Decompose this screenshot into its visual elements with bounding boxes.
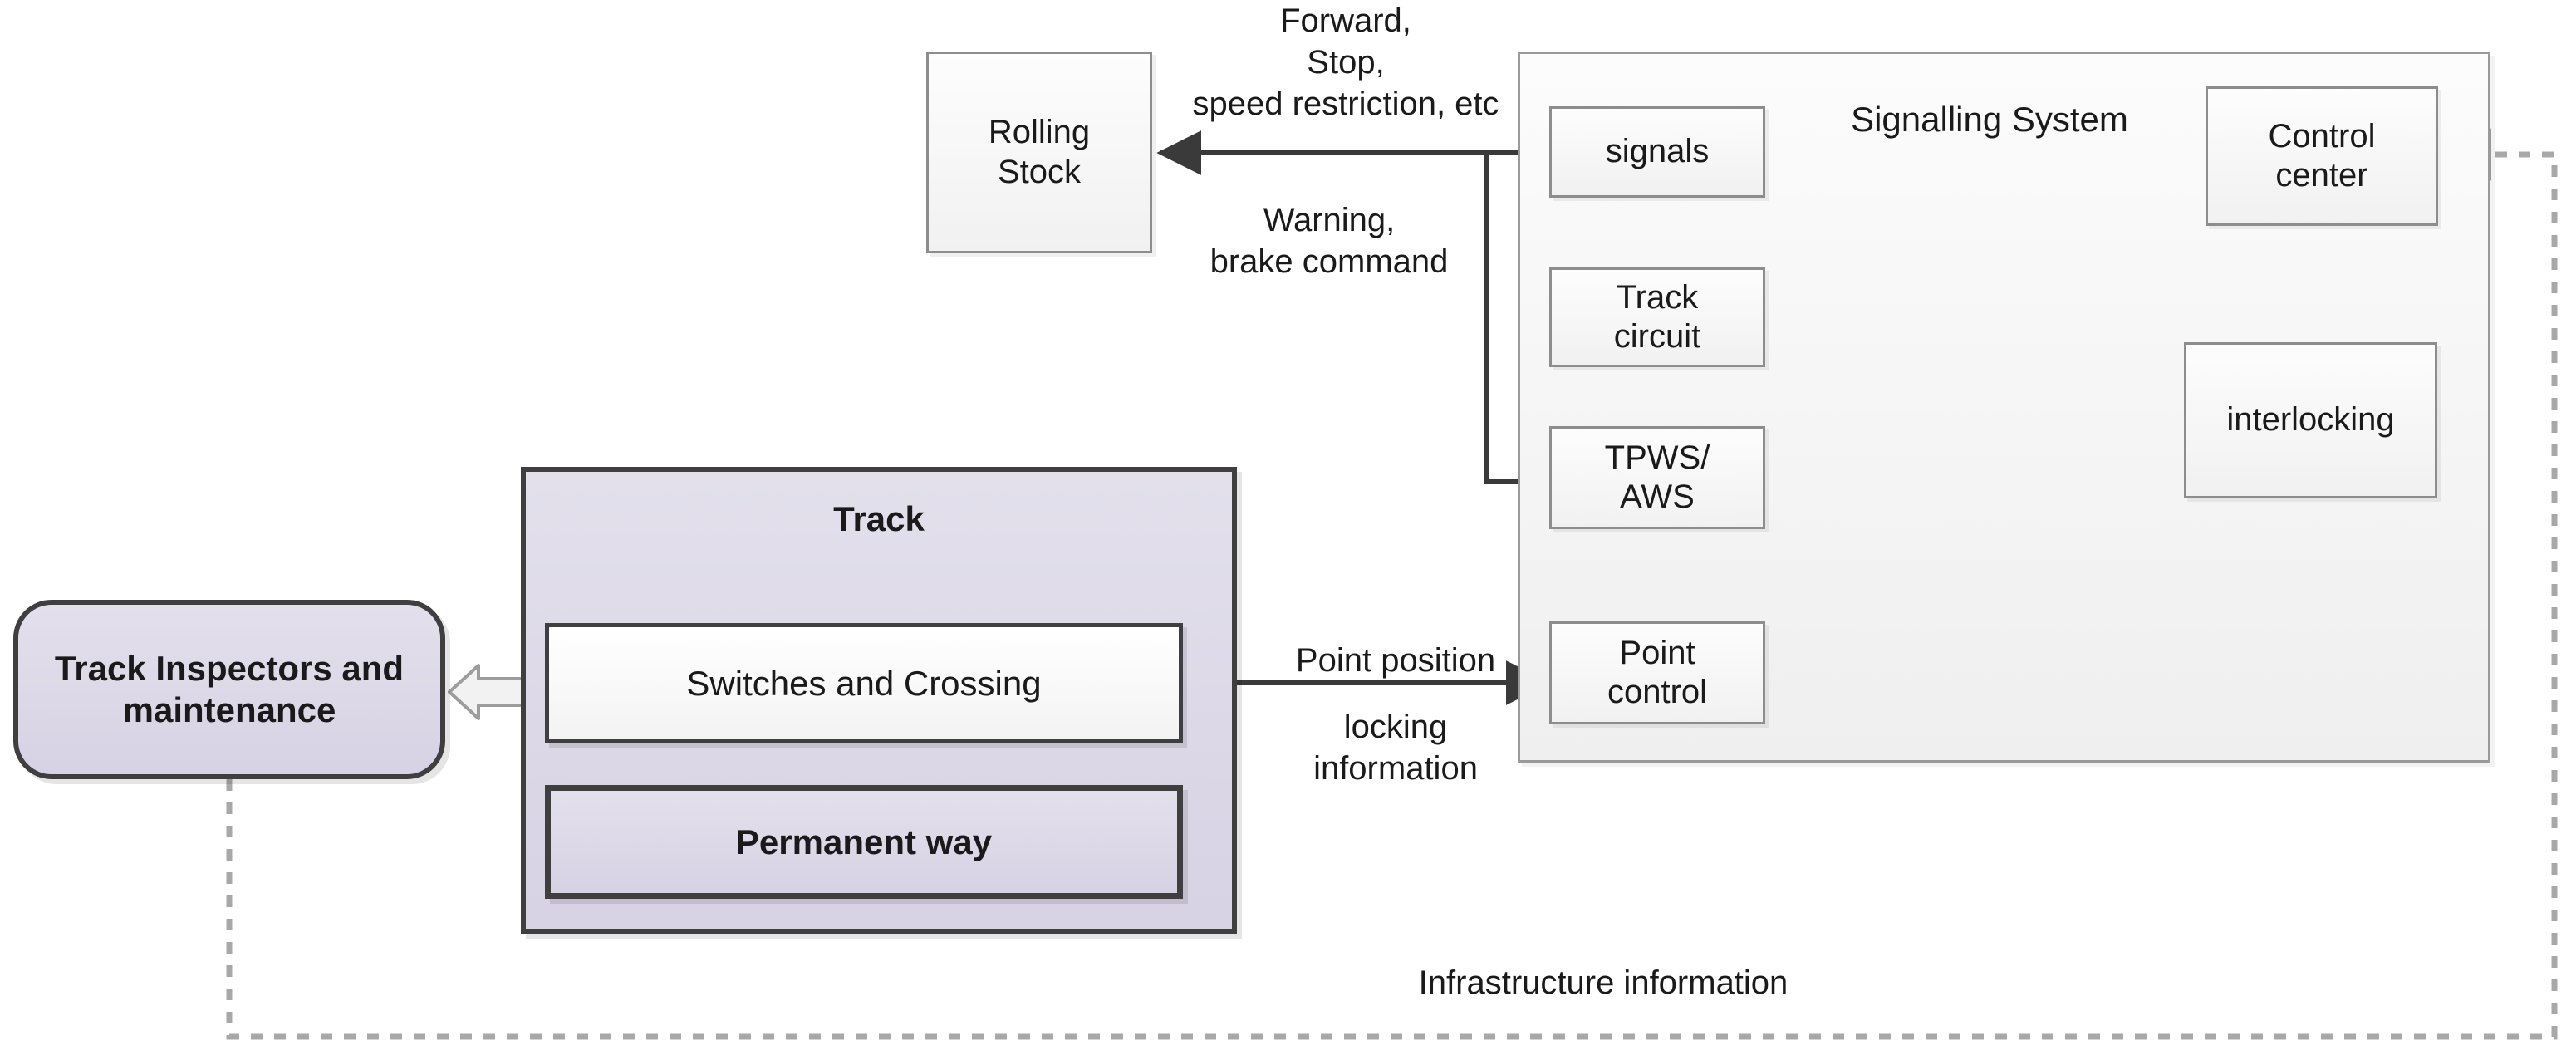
node-tpws-aws[interactable]: TPWS/ AWS <box>1549 426 1765 529</box>
node-track-title: Track <box>833 499 925 538</box>
node-tpws-aws-label: TPWS/ AWS <box>1604 439 1710 515</box>
edge-label-warning-brake: Warning, brake command <box>1209 202 1449 280</box>
node-rolling-stock-label: Rolling Stock <box>988 114 1091 190</box>
node-track-circuit-label: Track circuit <box>1613 278 1701 355</box>
edge-label-point-position: Point position <box>1295 642 1496 679</box>
node-switches-and-crossing[interactable]: Switches and Crossing <box>545 623 1183 743</box>
node-interlocking-label: interlocking <box>2226 401 2395 439</box>
node-signals-label: signals <box>1605 133 1710 170</box>
node-interlocking[interactable]: interlocking <box>2184 342 2437 498</box>
node-signals[interactable]: signals <box>1549 106 1765 198</box>
node-track-inspectors-label: Track Inspectors and maintenance <box>54 649 405 729</box>
node-track-circuit[interactable]: Track circuit <box>1549 267 1765 367</box>
label-signalling-system: Signalling System <box>1851 100 2128 139</box>
node-control-center-label: Control center <box>2268 117 2376 194</box>
node-permanent-way[interactable]: Permanent way <box>545 785 1183 899</box>
node-switches-and-crossing-label: Switches and Crossing <box>686 663 1042 703</box>
edge-label-forward-stop: Forward, Stop, speed restriction, etc <box>1192 2 1499 122</box>
edge-label-locking-information: locking information <box>1313 709 1478 787</box>
node-rolling-stock[interactable]: Rolling Stock <box>926 52 1152 253</box>
node-permanent-way-label: Permanent way <box>735 822 993 861</box>
node-point-control[interactable]: Point control <box>1549 621 1765 724</box>
node-point-control-label: Point control <box>1607 634 1708 710</box>
node-control-center[interactable]: Control center <box>2206 86 2438 226</box>
node-track-inspectors[interactable]: Track Inspectors and maintenance <box>13 600 445 779</box>
edge-label-infrastructure-information: Infrastructure information <box>1418 964 1788 1001</box>
